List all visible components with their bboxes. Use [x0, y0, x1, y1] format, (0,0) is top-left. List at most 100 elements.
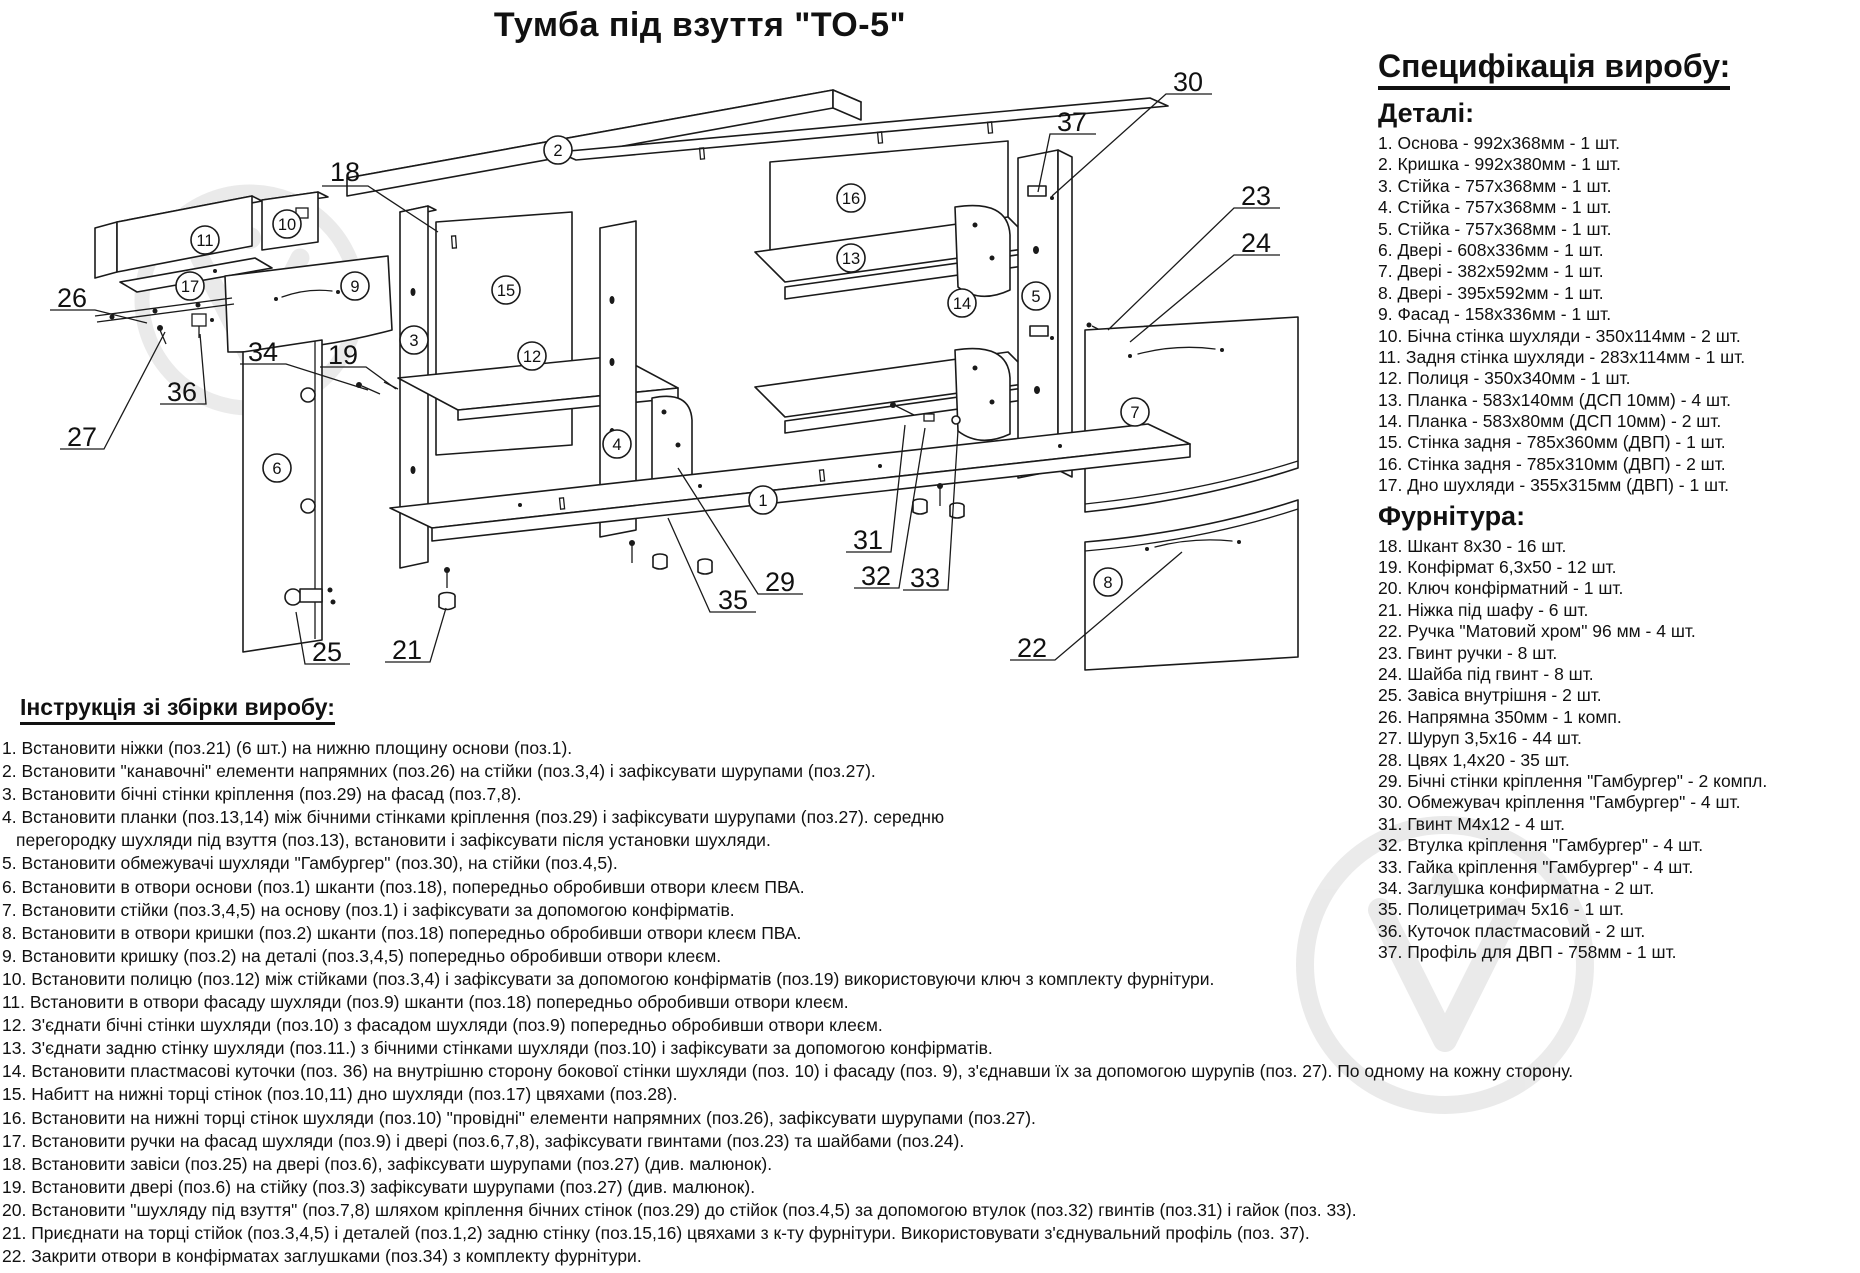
hardware-item: 20. Ключ конфірматний - 1 шт. [1378, 578, 1624, 599]
hardware-item: 26. Напрямна 350мм - 1 комп. [1378, 706, 1622, 727]
callout-4: 4 [602, 429, 632, 459]
instruction-line: 12. З'єднати бічні стінки шухляди (поз.1… [2, 1015, 883, 1036]
instruction-line: 6. Встановити в отвори основи (поз.1) шк… [2, 876, 805, 897]
svg-text:2: 2 [553, 142, 562, 160]
svg-text:11: 11 [196, 232, 213, 250]
instruction-line: 9. Встановити кришку (поз.2) на деталі (… [2, 945, 722, 966]
part-label-29: 29 [765, 567, 795, 597]
hardware-item: 21. Ніжка під шафу - 6 шт. [1378, 599, 1589, 620]
part-label-25: 25 [312, 637, 342, 667]
callout-14: 14 [947, 288, 977, 318]
hardware-item: 29. Бічні стінки кріплення "Гамбургер" -… [1378, 770, 1768, 791]
instruction-line: 22. Закрити отвори в конфірматах заглушк… [2, 1246, 642, 1267]
hardware-item: 22. Ручка "Матовий хром" 96 мм - 4 шт. [1378, 621, 1696, 642]
part-label-30: 30 [1173, 67, 1203, 97]
part-label-24: 24 [1241, 228, 1271, 258]
callout-1: 1 [748, 485, 778, 515]
hardware-item: 18. Шкант 8х30 - 16 шт. [1378, 535, 1567, 556]
callout-17: 17 [175, 271, 205, 301]
detail-item: 1. Основа - 992х368мм - 1 шт. [1378, 133, 1620, 153]
instruction-line: 14. Встановити пластмасові куточки (поз.… [2, 1061, 1574, 1082]
hardware-item: 25. Завіса внутрішня - 2 шт. [1378, 685, 1602, 706]
callout-6: 6 [262, 453, 292, 483]
hardware-item: 30. Обмежувач кріплення "Гамбургер" - 4 … [1378, 792, 1741, 813]
details-heading: Деталі: [1378, 98, 1475, 128]
callout-11: 11 [190, 225, 220, 255]
detail-item: 6. Двері - 608х336мм - 1 шт. [1378, 239, 1604, 260]
part-label-26: 26 [57, 283, 87, 313]
callout-5: 5 [1021, 281, 1051, 311]
leader-lines [50, 93, 1280, 665]
detail-item: 14. Планка - 583х80мм (ДСП 10мм) - 2 шт. [1378, 411, 1722, 432]
hinge-exploded [284, 587, 336, 606]
instruction-line: перегородку шухляди під взуття (поз.13),… [16, 830, 771, 851]
hardware-item: 34. Заглушка конфирматна - 2 шт. [1378, 877, 1655, 898]
instruction-line: 13. З'єднати задню стінку шухляди (поз.1… [2, 1038, 993, 1059]
callout-10: 10 [272, 209, 302, 239]
part-label-32: 32 [861, 561, 891, 591]
part-label-18: 18 [330, 157, 360, 187]
part-stile-5 [1017, 149, 1073, 479]
detail-item: 13. Планка - 583х140мм (ДСП 10мм) - 4 шт… [1378, 389, 1732, 410]
callout-13: 13 [836, 243, 866, 273]
detail-item: 2. Кришка - 992х380мм - 1 шт. [1378, 154, 1621, 175]
hardware-item: 19. Конфірмат 6,3х50 - 12 шт. [1378, 557, 1617, 578]
instructions-list: 1. Встановити ніжки (поз.21) (6 шт.) на … [2, 737, 1858, 1268]
part-label-35: 35 [718, 585, 748, 615]
svg-text:1: 1 [758, 492, 767, 510]
watermark-logo [1296, 816, 1594, 1114]
callout-3: 3 [399, 325, 429, 355]
detail-item: 15. Стінка задня - 785х360мм (ДВП) - 1 ш… [1378, 432, 1726, 453]
svg-text:12: 12 [523, 348, 541, 366]
hardware-item: 23. Гвинт ручки - 8 шт. [1378, 642, 1558, 663]
part-label-36: 36 [167, 377, 197, 407]
hardware-item: 33. Гайка кріплення "Гамбургер" - 4 шт. [1378, 856, 1694, 877]
corner-bracket [191, 313, 214, 338]
detail-item: 4. Стійка - 757х368мм - 1 шт. [1378, 197, 1612, 218]
detail-item: 3. Стійка - 757х368мм - 1 шт. [1378, 175, 1612, 196]
svg-text:16: 16 [842, 190, 860, 208]
callout-2: 2 [543, 135, 573, 165]
part-stile-4 [599, 220, 637, 538]
part-door-8 [1084, 499, 1299, 671]
detail-item: 5. Стійка - 757х368мм - 1 шт. [1378, 218, 1612, 239]
detail-item: 17. Дно шухляди - 355х315мм (ДВП) - 1 шт… [1378, 475, 1730, 496]
foot-standalone [438, 567, 456, 611]
hardware-item: 27. Шуруп 3,5х16 - 44 шт. [1378, 728, 1582, 749]
callout-15: 15 [491, 275, 521, 305]
svg-text:10: 10 [278, 216, 296, 234]
instruction-line: 4. Встановити планки (поз.13,14) між біч… [2, 807, 945, 828]
instruction-line: 18. Встановити завіси (поз.25) на двері … [2, 1153, 773, 1174]
hardware-item: 35. Полицетримач 5х16 - 1 шт. [1378, 899, 1625, 920]
instruction-line: 20. Встановити "шухляду під взуття" (поз… [2, 1199, 1357, 1220]
part-label-27: 27 [67, 422, 97, 452]
specification-panel: Специфікація виробу: Деталі: 1. Основа -… [1378, 48, 1856, 963]
instruction-line: 21. Приєднати на торці стійок (поз.3,4,5… [2, 1222, 1310, 1243]
hardware-item: 24. Шайба під гвинт - 8 шт. [1378, 663, 1594, 684]
hardware-heading: Фурнітура: [1378, 500, 1526, 531]
svg-text:8: 8 [1103, 574, 1112, 592]
instruction-line: 3. Встановити бічні стінки кріплення (по… [2, 784, 522, 805]
hardware-item: 32. Втулка кріплення "Гамбургер" - 4 шт. [1378, 835, 1704, 856]
callout-12: 12 [517, 341, 547, 371]
part-drawer-rail [94, 297, 235, 345]
detail-item: 16. Стінка задня - 785х310мм (ДВП) - 2 ш… [1378, 453, 1726, 474]
instruction-line: 8. Встановити в отвори кришки (поз.2) шк… [2, 922, 802, 943]
svg-text:5: 5 [1031, 288, 1040, 306]
hamburger-plate-upper [954, 204, 1011, 298]
instruction-line: 1. Встановити ніжки (поз.21) (6 шт.) на … [2, 738, 573, 758]
part-label-34: 34 [248, 337, 278, 367]
callout-7: 7 [1120, 397, 1150, 427]
part-back-panel-15 [435, 211, 573, 456]
instruction-line: 16. Встановити на нижні торці стінок шух… [2, 1107, 1036, 1128]
detail-item: 12. Полиця - 350х340мм - 1 шт. [1378, 368, 1631, 389]
svg-text:14: 14 [953, 295, 971, 313]
cabinet-feet [629, 483, 965, 575]
svg-text:7: 7 [1130, 404, 1139, 422]
hamburger-plate-lower [954, 347, 1011, 442]
svg-text:4: 4 [612, 436, 621, 454]
detail-item: 8. Двері - 395х592мм - 1 шт. [1378, 282, 1604, 303]
